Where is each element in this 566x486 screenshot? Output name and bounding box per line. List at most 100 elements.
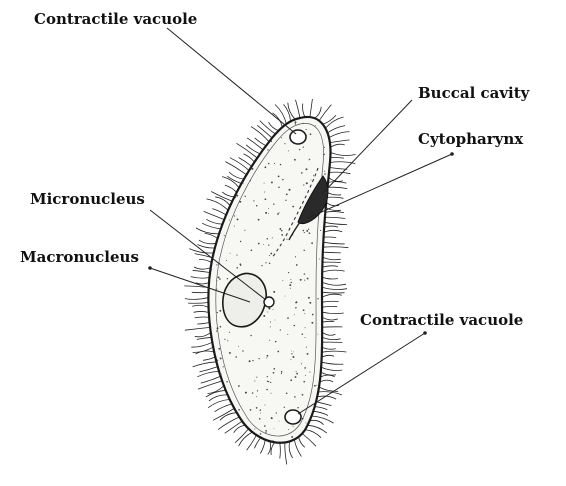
stipple-dot	[243, 183, 244, 184]
stipple-dot	[221, 154, 222, 155]
cilium	[230, 158, 249, 171]
cilium	[322, 317, 338, 320]
stipple-dot	[292, 356, 294, 358]
stipple-dot	[266, 357, 267, 358]
stipple-dot	[265, 212, 267, 214]
stipple-dot	[334, 188, 335, 189]
stipple-dot	[274, 428, 275, 429]
stipple-dot	[303, 230, 305, 232]
stipple-dot	[208, 229, 209, 230]
stipple-dot	[304, 280, 305, 281]
stipple-dot	[281, 373, 282, 374]
stipple-dot	[217, 423, 219, 425]
stipple-dot	[238, 148, 239, 149]
stipple-dot	[296, 373, 298, 375]
stipple-dot	[271, 181, 273, 183]
cilium	[325, 217, 345, 218]
stipple-dot	[324, 171, 325, 172]
stipple-dot	[242, 150, 244, 152]
stipple-dot	[301, 172, 303, 174]
cilium	[288, 103, 295, 120]
stipple-dot	[210, 136, 212, 138]
cilium	[320, 380, 333, 382]
cilium	[285, 443, 287, 465]
stipple-dot	[281, 371, 283, 373]
stipple-dot	[286, 239, 287, 240]
stipple-dot	[225, 165, 226, 166]
stipple-dot	[284, 143, 285, 144]
stipple-dot	[306, 182, 308, 184]
cilium	[322, 312, 344, 313]
stipple-dot	[268, 163, 270, 165]
stipple-dot	[267, 137, 268, 138]
cilium	[222, 192, 234, 197]
cilium	[322, 294, 342, 297]
stipple-dot	[268, 381, 269, 382]
stipple-dot	[272, 237, 273, 238]
cilium	[322, 292, 345, 293]
cilium	[195, 317, 210, 318]
leader-buccal-cavity	[322, 100, 412, 194]
stipple-dot	[222, 118, 224, 120]
stipple-dot	[207, 445, 208, 446]
stipple-dot	[248, 149, 250, 151]
stipple-dot	[264, 405, 265, 406]
stipple-dot	[260, 433, 262, 435]
stipple-dot	[302, 394, 304, 396]
cilium	[322, 287, 347, 289]
cilium	[329, 172, 350, 174]
stipple-dot	[286, 393, 288, 395]
cilium	[322, 347, 336, 349]
cilium	[188, 303, 208, 304]
leader-end-contractile-vacuole-bottom	[423, 331, 427, 335]
cilium	[212, 209, 226, 215]
stipple-dot	[238, 409, 240, 411]
stipple-dot	[204, 190, 206, 192]
stipple-dot	[251, 168, 253, 170]
stipple-dot	[295, 376, 297, 378]
cilium	[189, 249, 213, 253]
stipple-dot	[304, 313, 305, 314]
stipple-dot	[310, 133, 312, 135]
stipple-dot	[297, 407, 298, 408]
stipple-dot	[256, 205, 258, 207]
stipple-dot	[207, 380, 208, 381]
cilium	[322, 301, 339, 302]
stipple-dot	[319, 259, 320, 260]
stipple-dot	[226, 207, 227, 208]
cilium	[330, 140, 350, 143]
stipple-dot	[237, 164, 238, 165]
stipple-dot	[269, 255, 270, 256]
stipple-dot	[328, 314, 329, 315]
stipple-dot	[322, 383, 323, 384]
cilium	[239, 432, 253, 446]
cilium	[330, 157, 344, 158]
stipple-dot	[208, 259, 210, 261]
stipple-dot	[294, 159, 296, 161]
stipple-dot	[258, 358, 259, 359]
stipple-dot	[333, 124, 335, 126]
cilium	[211, 192, 232, 202]
cilium	[323, 257, 341, 260]
stipple-dot	[288, 429, 289, 430]
cilium	[313, 411, 328, 415]
stipple-dot	[267, 381, 268, 382]
stipple-dot	[223, 196, 224, 197]
cilium	[323, 242, 344, 244]
cilium	[322, 351, 347, 352]
stipple-dot	[279, 212, 280, 213]
label-contractile-vacuole-bottom: Contractile vacuole	[360, 311, 523, 329]
cilium	[185, 298, 209, 300]
stipple-dot	[324, 173, 326, 175]
cilium	[193, 270, 210, 272]
stipple-dot	[304, 273, 305, 274]
stipple-dot	[308, 297, 310, 299]
cilium	[310, 99, 313, 117]
stipple-dot	[260, 409, 262, 411]
stipple-dot	[240, 241, 241, 242]
cilium	[199, 259, 212, 262]
stipple-dot	[218, 348, 220, 350]
cilium	[329, 132, 350, 138]
stipple-dot	[267, 238, 269, 240]
stipple-dot	[208, 236, 209, 237]
